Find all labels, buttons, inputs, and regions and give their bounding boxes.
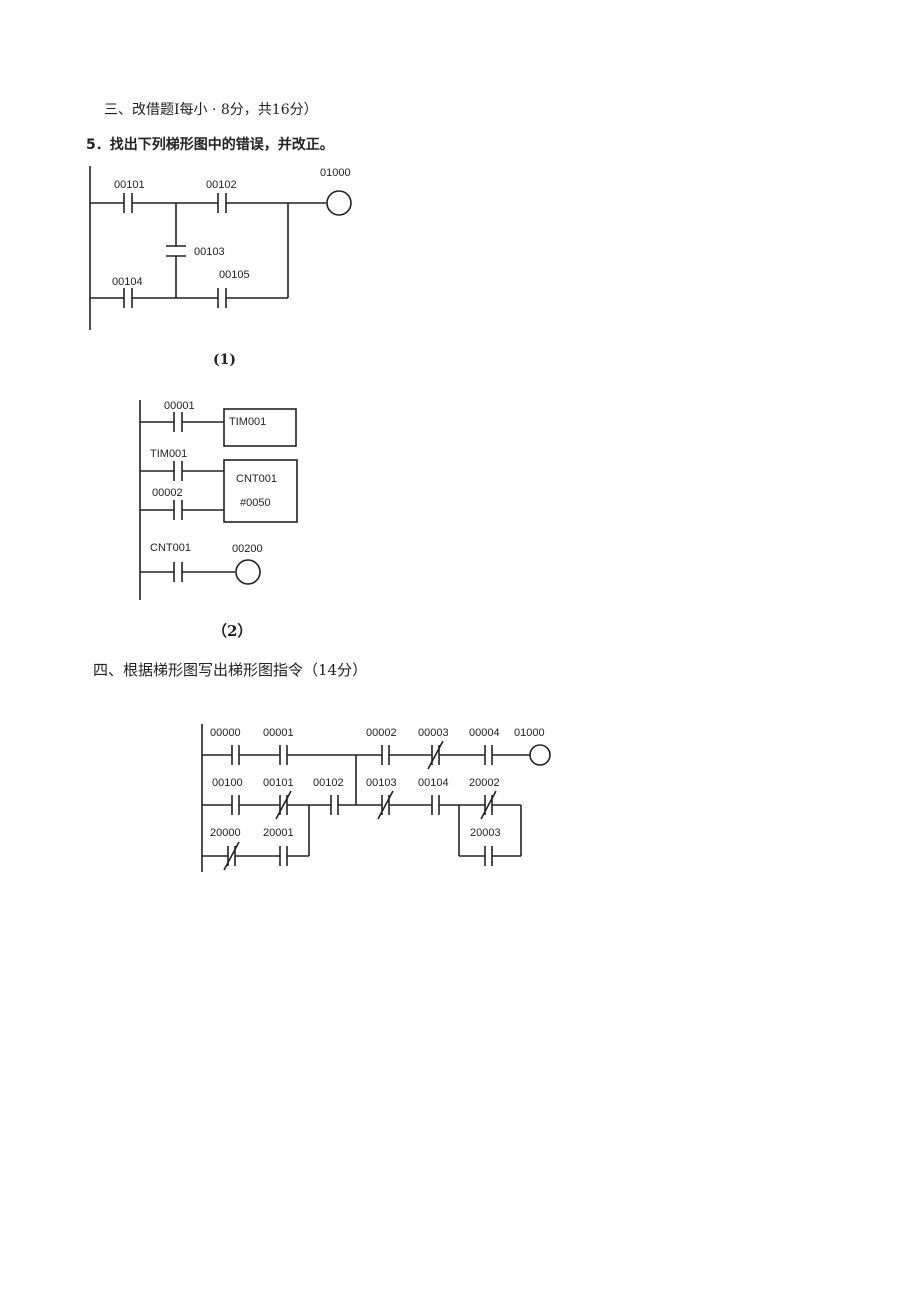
question-5-text: 5．找出下列梯形图中的错误，并改正。: [86, 137, 334, 153]
label-00105: 00105: [219, 269, 250, 281]
output-coil-01000: [326, 190, 352, 216]
label-20002: 20002: [469, 777, 500, 789]
label-00102: 00102: [206, 179, 237, 191]
contact-no-cnt001: [173, 562, 183, 582]
contact-no-20001: [279, 846, 288, 866]
counter-box-text-2: #0050: [240, 497, 271, 509]
label-00003: 00003: [418, 727, 449, 739]
contact-no-00104: [431, 795, 440, 815]
contact-no-00100: [231, 795, 240, 815]
label-00101: 00101: [263, 777, 294, 789]
label-00002: 00002: [152, 487, 183, 499]
label-00001: 00001: [263, 727, 294, 739]
contact-no-00001: [173, 412, 183, 432]
label-00104: 00104: [418, 777, 449, 789]
contact-no-00104: [123, 288, 133, 308]
label-00100: 00100: [212, 777, 243, 789]
contact-no-00103: [166, 245, 186, 257]
contact-no-00102: [330, 795, 339, 815]
label-00002: 00002: [366, 727, 397, 739]
contact-no-00001: [279, 745, 288, 765]
contact-no-00000: [231, 745, 240, 765]
contact-no-00105: [217, 288, 227, 308]
label-01000: 01000: [514, 727, 545, 739]
ladder-diagram-1: 00101 00102 01000 00103 00104 00105: [89, 166, 352, 330]
label-00102: 00102: [313, 777, 344, 789]
label-00103: 00103: [194, 246, 225, 258]
label-01000: 01000: [320, 167, 351, 179]
counter-box-cnt001: [223, 459, 298, 523]
label-tim001: TIM001: [150, 448, 187, 460]
output-coil-00200: [235, 559, 261, 585]
contact-no-tim001: [173, 461, 183, 481]
section-3-heading: 三、改借题I每小 · 8分，共16分）: [104, 102, 318, 118]
label-00000: 00000: [210, 727, 241, 739]
timer-box-text: TIM001: [229, 416, 266, 428]
diagram-1-caption: (1): [213, 352, 236, 368]
label-cnt001: CNT001: [150, 542, 191, 554]
contact-no-00002: [381, 745, 390, 765]
label-00103: 00103: [366, 777, 397, 789]
contact-no-20003: [484, 846, 493, 866]
label-20000: 20000: [210, 827, 241, 839]
contact-no-00004: [484, 745, 493, 765]
ladder-diagram-2: 00001 TIM001 TIM001 CNT001 #0050 00002 C…: [139, 400, 298, 600]
label-00101: 00101: [114, 179, 145, 191]
section-4-heading: 四、根据梯形图写出梯形图指令（14分）: [93, 661, 368, 679]
label-00200: 00200: [232, 543, 263, 555]
diagram-2-caption: （2）: [212, 622, 253, 640]
counter-box-text-1: CNT001: [236, 473, 277, 485]
label-00004: 00004: [469, 727, 500, 739]
ladder-diagram-3: 00000 00001 00002 00003 00004 01000 0010…: [201, 724, 551, 872]
contact-no-00101: [123, 193, 133, 213]
label-20001: 20001: [263, 827, 294, 839]
label-00104: 00104: [112, 276, 143, 288]
label-00001: 00001: [164, 400, 195, 412]
timer-box-tim001: [223, 408, 297, 447]
output-coil-01000: [529, 744, 551, 766]
label-20003: 20003: [470, 827, 501, 839]
contact-no-00102: [217, 193, 227, 213]
contact-no-00002: [173, 500, 183, 520]
